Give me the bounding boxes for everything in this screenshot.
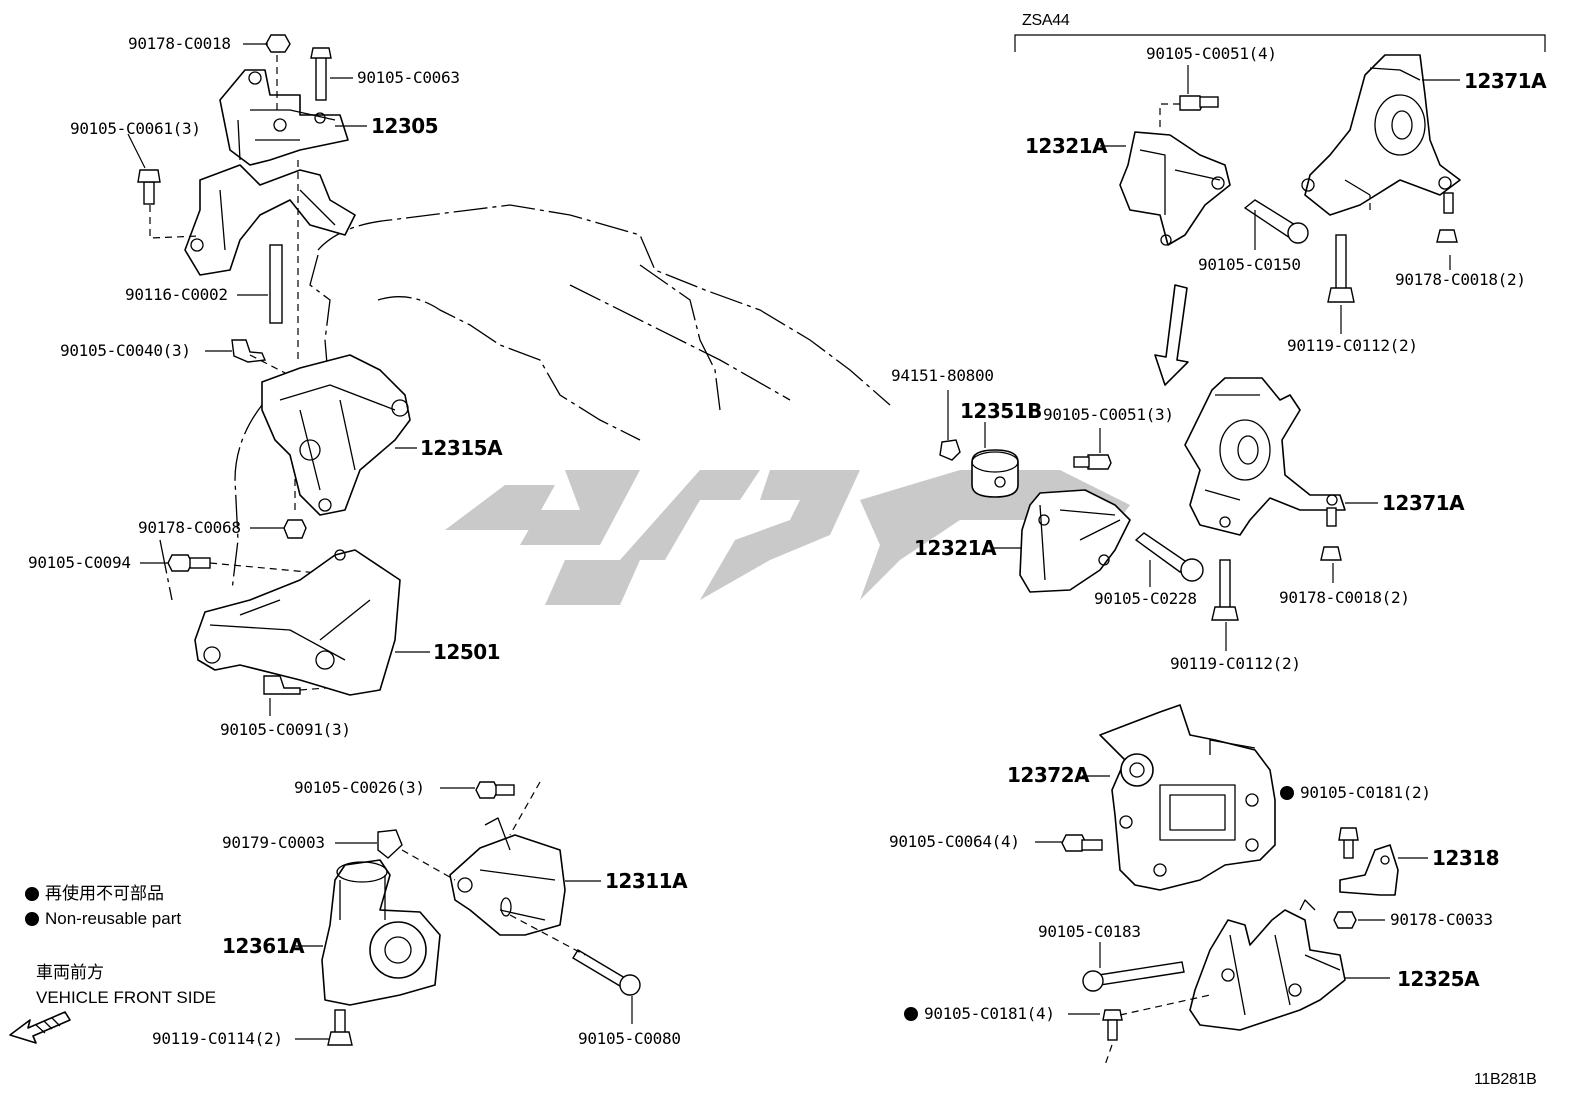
label-90105-c0150[interactable]: 90105-C0150 bbox=[1198, 255, 1301, 274]
label-90119-c0112-mid[interactable]: 90119-C0112(2) bbox=[1170, 654, 1301, 673]
label-90105-c0063[interactable]: 90105-C0063 bbox=[357, 68, 460, 87]
bracket-12311a bbox=[449, 817, 566, 936]
label-90105-c0094[interactable]: 90105-C0094 bbox=[28, 553, 131, 572]
label-12321a-top[interactable]: 12321A bbox=[1025, 134, 1108, 158]
label-90105-c0181-top[interactable]: 90105-C0181(2) bbox=[1280, 784, 1431, 802]
group-label-zsa44: ZSA44 bbox=[1022, 12, 1070, 29]
bolts-top-left bbox=[137, 34, 332, 695]
label-12305[interactable]: 12305 bbox=[371, 114, 439, 138]
label-90105-c0040[interactable]: 90105-C0040(3) bbox=[60, 341, 191, 360]
label-12321a-mid[interactable]: 12321A bbox=[914, 536, 997, 560]
mount-12371a-top bbox=[1301, 54, 1461, 303]
mount-12305 bbox=[219, 69, 349, 166]
label-90105-c0181-bottom[interactable]: 90105-C0181(4) bbox=[904, 1005, 1055, 1023]
mount-12372a bbox=[1061, 704, 1276, 891]
label-90119-c0114[interactable]: 90119-C0114(2) bbox=[152, 1029, 283, 1048]
bracket-12315a bbox=[261, 354, 411, 516]
label-12318[interactable]: 12318 bbox=[1432, 846, 1500, 870]
bracket-12321a-mid bbox=[1019, 454, 1204, 593]
mount-12361a bbox=[321, 859, 441, 1006]
zsa44-bracket-line bbox=[1014, 34, 1546, 52]
non-reusable-dot-icon bbox=[904, 1007, 918, 1021]
front-direction-arrow bbox=[9, 1011, 71, 1044]
bracket-12501 bbox=[194, 549, 401, 696]
label-90105-c0181-top-text: 90105-C0181(2) bbox=[1300, 783, 1431, 802]
label-90178-c0018-right[interactable]: 90178-C0018(2) bbox=[1395, 270, 1526, 289]
front-label-jp: 車両前方 bbox=[36, 963, 104, 982]
label-90105-c0051-top[interactable]: 90105-C0051(4) bbox=[1146, 44, 1277, 63]
label-12501[interactable]: 12501 bbox=[433, 640, 501, 664]
label-12311a[interactable]: 12311A bbox=[605, 869, 688, 893]
non-reusable-dot-icon bbox=[25, 912, 39, 926]
dashed-guides-lower-left bbox=[401, 781, 586, 956]
label-94151-80800[interactable]: 94151-80800 bbox=[891, 366, 994, 385]
front-label-en: VEHICLE FRONT SIDE bbox=[36, 988, 217, 1007]
label-90105-c0228[interactable]: 90105-C0228 bbox=[1094, 589, 1197, 608]
engine-outline bbox=[159, 204, 891, 601]
label-90179-c0003[interactable]: 90179-C0003 bbox=[222, 833, 325, 852]
label-90116-c0002[interactable]: 90116-C0002 bbox=[125, 285, 228, 304]
label-90105-c0181-bottom-text: 90105-C0181(4) bbox=[924, 1004, 1055, 1023]
label-90119-c0112-top[interactable]: 90119-C0112(2) bbox=[1287, 336, 1418, 355]
label-90105-c0064[interactable]: 90105-C0064(4) bbox=[889, 832, 1020, 851]
non-reusable-dot-icon bbox=[25, 887, 39, 901]
bracket-12325a bbox=[1082, 899, 1346, 1066]
label-90178-c0033[interactable]: 90178-C0033 bbox=[1390, 910, 1493, 929]
label-12325a[interactable]: 12325A bbox=[1397, 967, 1480, 991]
bolts-lower-left bbox=[327, 781, 641, 1046]
label-12372a[interactable]: 12372A bbox=[1007, 763, 1090, 787]
label-90105-c0091[interactable]: 90105-C0091(3) bbox=[220, 720, 351, 739]
bracket-upper-left bbox=[184, 164, 356, 276]
label-12315a[interactable]: 12315A bbox=[420, 436, 503, 460]
legend-reuse-en-text: Non-reusable part bbox=[45, 909, 182, 928]
transition-arrow bbox=[1154, 284, 1189, 386]
legend-reuse-en: Non-reusable part bbox=[25, 909, 181, 928]
bracket-12321a-top bbox=[1119, 95, 1309, 246]
bushing-12351b bbox=[939, 439, 1019, 498]
label-12361a[interactable]: 12361A bbox=[222, 934, 305, 958]
label-90105-c0026[interactable]: 90105-C0026(3) bbox=[294, 778, 425, 797]
bracket-12318 bbox=[1333, 827, 1399, 929]
label-90105-c0061[interactable]: 90105-C0061(3) bbox=[70, 119, 201, 138]
legend-reuse-jp-text: 再使用不可部品 bbox=[45, 884, 164, 903]
label-12351b[interactable]: 12351B bbox=[960, 399, 1042, 423]
diagram-code: 11B281B bbox=[1474, 1071, 1537, 1088]
label-12371a-mid[interactable]: 12371A bbox=[1382, 491, 1465, 515]
label-90178-c0018-mid[interactable]: 90178-C0018(2) bbox=[1279, 588, 1410, 607]
legend-reuse-jp: 再使用不可部品 bbox=[25, 884, 164, 903]
mount-12371a-mid bbox=[1184, 377, 1346, 621]
label-90105-c0080[interactable]: 90105-C0080 bbox=[578, 1029, 681, 1048]
label-90178-c0068[interactable]: 90178-C0068 bbox=[138, 518, 241, 537]
label-90105-c0183[interactable]: 90105-C0183 bbox=[1038, 922, 1141, 941]
label-90105-c0051-mid[interactable]: 90105-C0051(3) bbox=[1043, 405, 1174, 424]
non-reusable-dot-icon bbox=[1280, 786, 1294, 800]
label-90178-c0018-top[interactable]: 90178-C0018 bbox=[128, 34, 231, 53]
label-12371a-top[interactable]: 12371A bbox=[1464, 69, 1547, 93]
leader-lines bbox=[127, 43, 1460, 1040]
